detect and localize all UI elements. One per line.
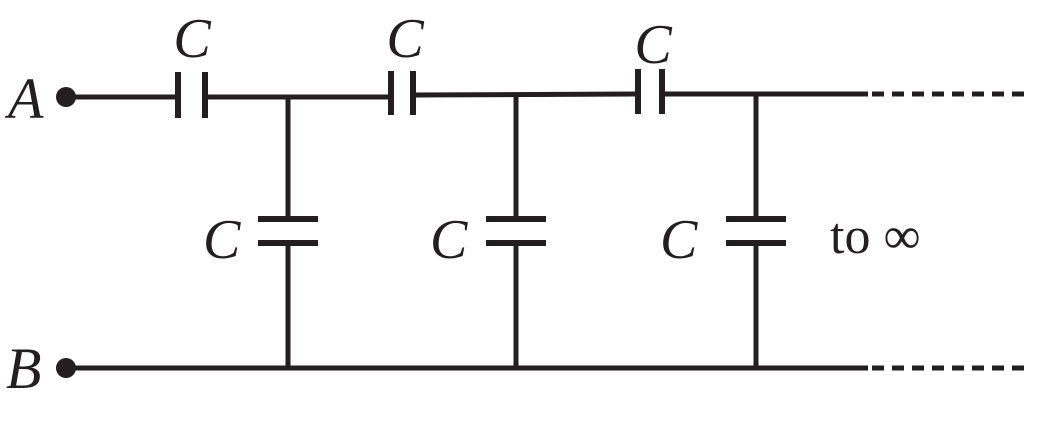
series-capacitor-2-label: C [386,8,424,70]
shunt-capacitor-1-label: C [203,209,241,271]
terminal-a-label: A [4,66,44,131]
series-capacitor-3-label: C [634,14,672,76]
infinite-ladder-note: to ∞ [830,208,921,265]
shunt-capacitor-2-label: C [430,209,468,271]
terminal-b-label: B [6,336,41,401]
top-wire-segment-3 [412,91,639,98]
series-capacitor-1-label: C [173,8,211,70]
shunt-capacitor-3-label: C [660,209,698,271]
